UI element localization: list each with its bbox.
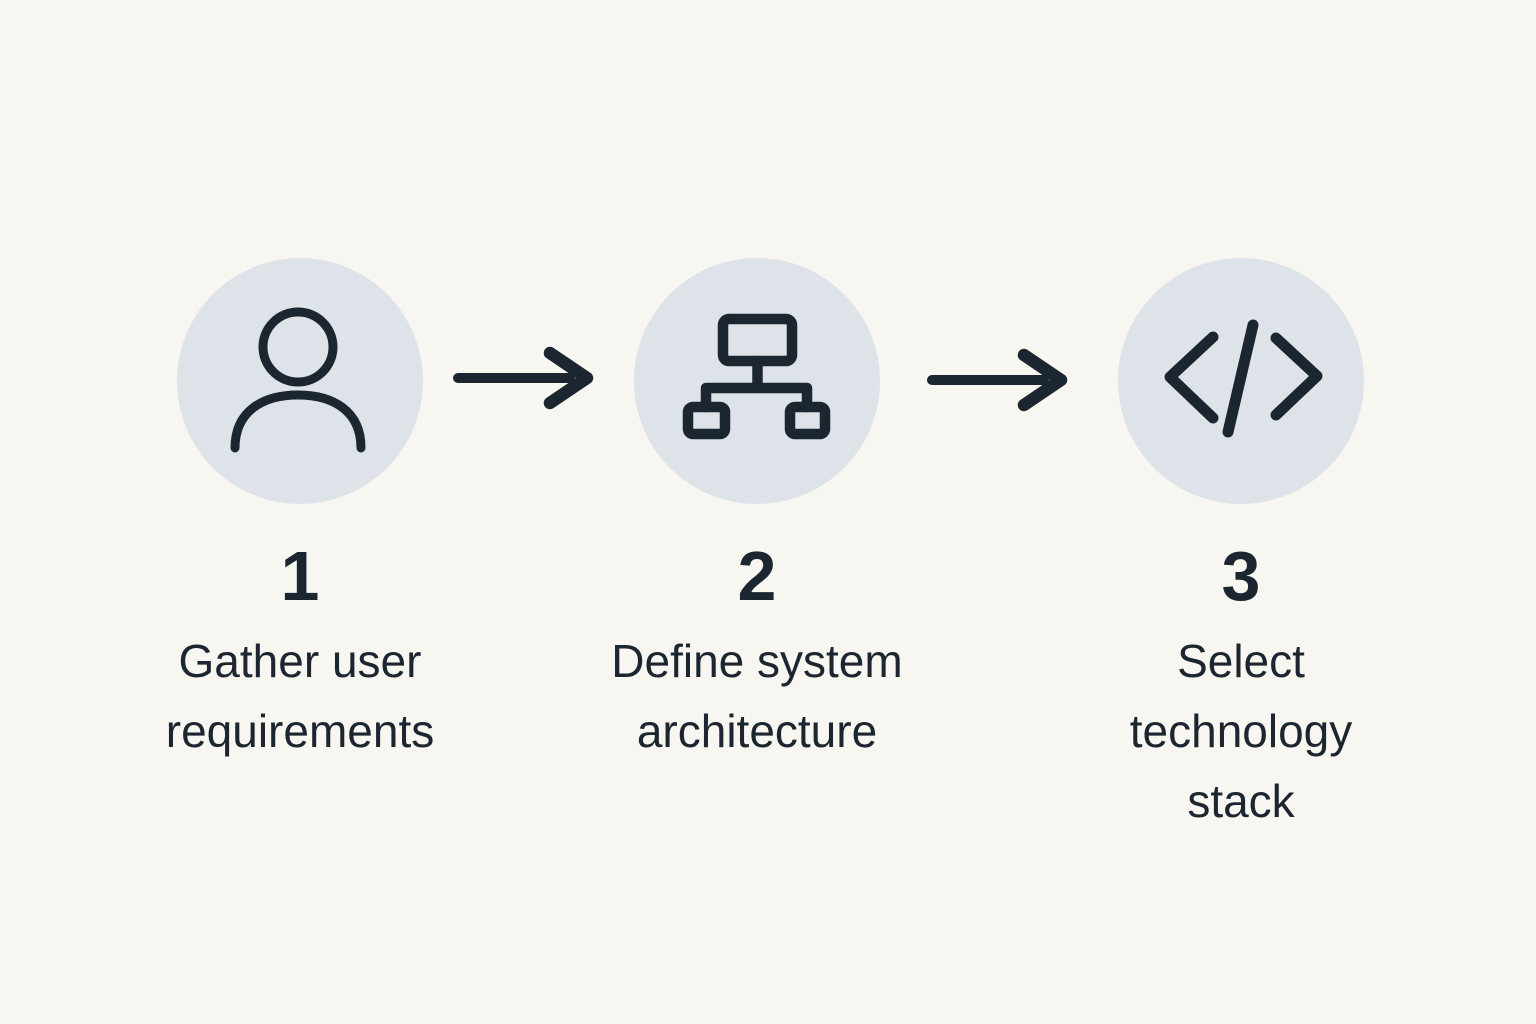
step-1-circle [177,258,423,504]
arrow-right-icon [927,348,1068,412]
arrow-right-icon [453,346,594,410]
code-icon [1164,319,1323,438]
step-gather-requirements: 1 Gather user requirements [80,258,520,766]
step-2-circle [634,258,880,504]
step-3-label: Select technology stack [1129,635,1353,827]
step-3-number: 3 [1221,537,1261,615]
step-select-stack: 3 Select technology stack [1021,258,1461,836]
step-define-architecture: 2 Define system architecture [537,258,977,766]
step-1-number: 1 [280,537,320,615]
step-3-circle [1118,258,1364,504]
step-2-label: Define system architecture [611,635,903,757]
sitemap-icon [682,313,831,440]
step-1-label: Gather user requirements [165,635,435,757]
user-icon [230,307,366,453]
step-2-number: 2 [737,537,777,615]
